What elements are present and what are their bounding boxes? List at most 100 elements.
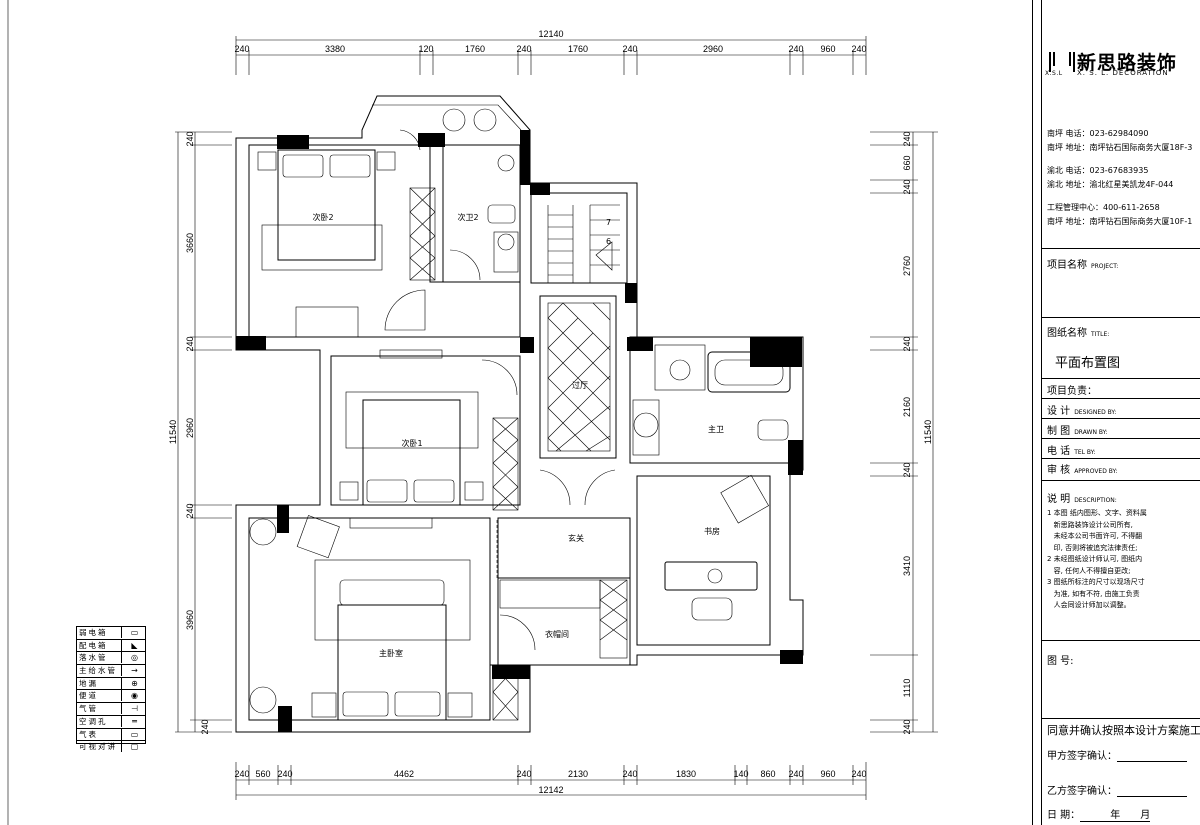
plants xyxy=(249,108,497,714)
dim-right: 2760 xyxy=(902,256,912,276)
fixtures-bath2 xyxy=(487,154,519,273)
logo-name-en: X. S. L. DECORATION xyxy=(1077,69,1169,77)
divider xyxy=(1041,480,1200,481)
legend-label: 配电箱 xyxy=(79,640,108,650)
room-label-bed2: 次卧2 xyxy=(312,212,333,222)
divider xyxy=(1041,248,1200,249)
legend-row: 空调孔═ xyxy=(77,715,147,729)
stair-number: 7 xyxy=(606,218,611,227)
contact-line: 南坪 地址：南坪钻石国际商务大厦10F-1 xyxy=(1047,217,1193,226)
right-dimension-chain: 240 660 240 2760 240 2160 11540 240 3410… xyxy=(870,131,938,735)
dim-top: 240 xyxy=(788,44,803,54)
walls xyxy=(235,95,804,733)
dim-bottom: 560 xyxy=(255,769,270,779)
party-a-sign[interactable]: 甲方签字确认： xyxy=(1047,747,1187,762)
dim-top: 240 xyxy=(234,44,249,54)
drawing-name: 平面布置图 xyxy=(1055,356,1121,371)
dim-bottom: 4462 xyxy=(394,769,414,779)
legend-label: 气管 xyxy=(79,704,98,714)
dim-top: 3380 xyxy=(325,44,345,54)
dim-left: 240 xyxy=(185,336,195,351)
stair-number: 6 xyxy=(606,237,611,246)
bottom-dimension-chain: 240 560 240 4462 240 2130 240 1830 140 8… xyxy=(234,762,867,800)
legend-label: 可视对讲 xyxy=(79,742,117,752)
divider xyxy=(1041,438,1200,439)
dim-top: 240 xyxy=(622,44,637,54)
approval-text: 同意并确认按照本设计方案施工。 xyxy=(1047,724,1200,737)
notes-text: 1 本图 纸内图形、文字、资料属 新思路装饰设计公司所有, 未经本公司书面许可,… xyxy=(1047,509,1147,609)
dim-top: 120 xyxy=(418,44,433,54)
structural-columns xyxy=(236,130,803,732)
dim-bottom: 240 xyxy=(622,769,637,779)
dim-left-total: 11540 xyxy=(168,420,178,444)
room-label-study: 书房 xyxy=(704,526,720,536)
dim-right: 240 xyxy=(902,336,912,351)
dim-left: 240 xyxy=(200,719,210,734)
dim-left: 2960 xyxy=(185,418,195,438)
contact-line: 渝北 地址：渝北红星美凯龙4F-044 xyxy=(1047,180,1174,189)
dim-right: 240 xyxy=(902,719,912,734)
bed-bed2 xyxy=(257,149,396,338)
contact-line: 工程管理中心：400-611-2658 xyxy=(1047,203,1160,212)
room-label-closet: 衣帽间 xyxy=(545,629,569,639)
dim-top: 2960 xyxy=(703,44,723,54)
wardrobes xyxy=(409,187,628,721)
weak-current-box-icon: ▭ xyxy=(121,627,147,638)
legend-row: 可视对讲▢ xyxy=(77,741,145,753)
legend-row: 气表▭ xyxy=(77,728,147,742)
floor-plan-drawing: 12140 240 3380 120 1760 240 1760 240 296… xyxy=(7,0,938,825)
party-b-sign[interactable]: 乙方签字确认： xyxy=(1047,782,1187,797)
bed-bed1 xyxy=(339,349,484,506)
dim-right-total: 11540 xyxy=(923,420,933,444)
dim-top: 1760 xyxy=(465,44,485,54)
dim-top: 960 xyxy=(820,44,835,54)
dim-right: 1110 xyxy=(902,679,912,698)
dim-bottom: 1830 xyxy=(676,769,696,779)
toilet-drain-icon: ◉ xyxy=(121,690,147,702)
divider xyxy=(1041,458,1200,459)
gas-meter-icon: ▭ xyxy=(121,728,147,740)
legend-label: 地漏 xyxy=(79,678,98,688)
dim-bottom: 240 xyxy=(516,769,531,779)
left-dimension-chain: 240 3660 240 2960 11540 240 3960 240 xyxy=(168,131,232,735)
divider xyxy=(1041,378,1200,379)
logo-name-cn: 新思路装饰 xyxy=(1077,52,1178,74)
legend-row: 主给水管→ xyxy=(77,665,145,678)
study-furniture xyxy=(296,474,769,621)
divider xyxy=(1041,418,1200,419)
legend-row: 地漏⊕ xyxy=(77,677,145,691)
dim-right: 2160 xyxy=(902,397,912,417)
doors xyxy=(384,129,616,651)
ac-hole-icon: ═ xyxy=(121,715,147,727)
contact-line: 渝北 电话：023-67683935 xyxy=(1047,166,1149,175)
title-block-inner xyxy=(1041,0,1200,825)
dim-right: 240 xyxy=(902,131,912,146)
company-logo: X.S.L 新思路装饰 X. S. L. DECORATION xyxy=(1043,48,1200,84)
logo-mark-icon xyxy=(1049,52,1075,72)
fixtures-master-bath xyxy=(632,344,791,456)
drawing-number-label: 图 号: xyxy=(1047,656,1074,667)
legend-label: 落水管 xyxy=(79,653,108,663)
dim-bottom: 240 xyxy=(234,769,249,779)
dim-bottom: 240 xyxy=(277,769,292,779)
contact-line: 南坪 电话：023-62984090 xyxy=(1047,129,1149,138)
legend-label: 便道 xyxy=(79,691,98,701)
legend-row: 弱电箱▭ xyxy=(77,627,145,640)
bed-master xyxy=(311,517,473,721)
title-block: X.S.L 新思路装饰 X. S. L. DECORATION 南坪 电话：02… xyxy=(1032,0,1200,825)
date-field[interactable]: 日 期：年月 xyxy=(1047,806,1151,822)
dim-top: 1760 xyxy=(568,44,588,54)
legend-row: 气管⊣ xyxy=(77,703,145,716)
divider xyxy=(1041,398,1200,399)
divider xyxy=(1041,640,1200,641)
dim-right: 660 xyxy=(902,155,912,170)
divider xyxy=(1041,718,1200,719)
top-dimension-chain: 12140 240 3380 120 1760 240 1760 240 296… xyxy=(234,29,867,75)
dim-right: 240 xyxy=(902,462,912,477)
dim-left: 3660 xyxy=(185,233,195,253)
